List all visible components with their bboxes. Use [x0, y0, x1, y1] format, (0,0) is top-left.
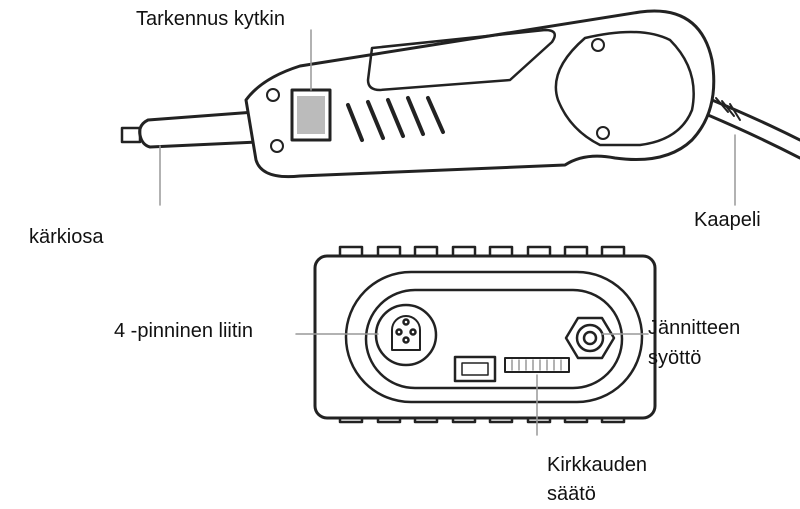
focus-switch-icon: [290, 88, 332, 142]
four-pin-connector-icon: [374, 303, 438, 367]
vent-slots: [346, 96, 445, 142]
label-brightness-2: säätö: [547, 483, 596, 505]
probe-tip: [120, 110, 260, 149]
label-tip: kärkiosa: [29, 226, 104, 248]
power-jack-icon: [564, 316, 616, 360]
ethernet-port-icon: [453, 355, 497, 383]
control-unit: [313, 245, 657, 424]
rear-cover: [554, 30, 695, 147]
label-power-1: Jännitteen: [648, 317, 741, 339]
label-power-2: syöttö: [648, 347, 702, 369]
display-window: [366, 28, 557, 92]
brightness-slider-icon: [504, 357, 570, 373]
label-connector: 4 -pinninen liitin: [114, 320, 253, 342]
leader-lines: [159, 29, 736, 436]
screws: [266, 38, 610, 153]
tabs-top: [338, 245, 626, 259]
label-focus-switch: Tarkennus kytkin: [136, 8, 285, 30]
label-cable: Kaapeli: [694, 209, 761, 231]
label-brightness-1: Kirkkauden: [547, 454, 648, 476]
cable: [706, 97, 800, 160]
